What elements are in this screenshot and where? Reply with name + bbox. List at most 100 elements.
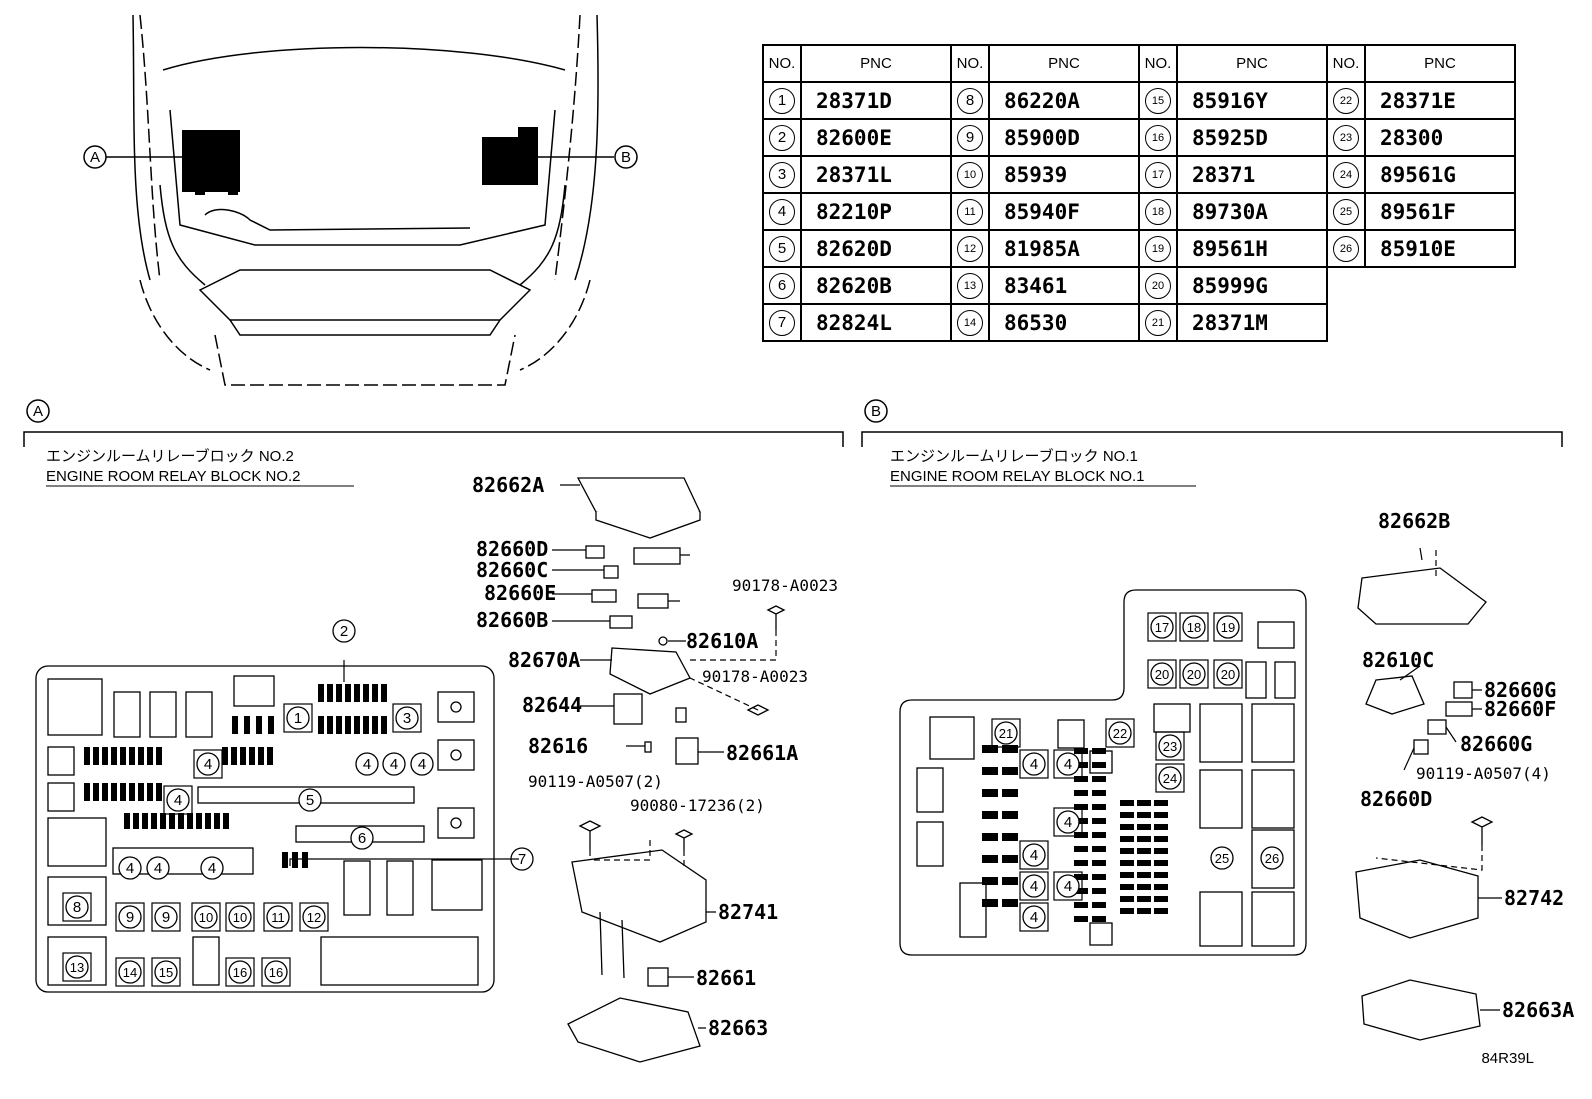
fuse-mark	[1120, 908, 1134, 914]
header-pnc: PNC	[800, 44, 952, 83]
fuse-mark	[1092, 888, 1106, 894]
fuse-mark	[1092, 762, 1106, 768]
svg-text:9: 9	[126, 909, 134, 926]
fuse-mark	[1120, 836, 1134, 842]
item-number: 10	[957, 161, 983, 188]
fuse-mark	[138, 783, 144, 801]
callout-24: 24	[1155, 763, 1185, 793]
callout-26: 26	[1260, 846, 1284, 870]
callout-4: 4	[146, 856, 170, 880]
fuse-mark	[240, 747, 246, 765]
pnc-cell: 89561H	[1176, 229, 1328, 268]
callout-20: 20	[1179, 659, 1209, 689]
fuse-mark	[282, 852, 288, 868]
vehicle-outline	[132, 14, 599, 386]
fuse-mark	[982, 767, 998, 775]
fuse-mark	[1092, 902, 1106, 908]
part-label: 82660B	[476, 608, 548, 632]
section-a-title-en: ENGINE ROOM RELAY BLOCK NO.2	[46, 468, 301, 485]
fuse-mark	[327, 716, 333, 734]
item-number: 21	[1145, 309, 1171, 336]
fuse-mark	[1154, 872, 1168, 878]
callout-14: 14	[115, 957, 145, 987]
fuse-mark	[151, 813, 157, 829]
callout-23: 23	[1155, 731, 1185, 761]
connector-icon	[647, 967, 669, 987]
fuse-mark	[1154, 800, 1168, 806]
item-number: 19	[1145, 235, 1171, 262]
callout-8: 8	[62, 892, 92, 922]
part-label: 82742	[1504, 886, 1564, 910]
fuse-mark	[1154, 896, 1168, 902]
svg-text:11: 11	[271, 910, 285, 925]
pnc-cell: 82600E	[800, 118, 952, 157]
callout-9: 9	[151, 902, 181, 932]
fuse-mark	[133, 813, 139, 829]
callout-4: 4	[163, 785, 193, 815]
svg-text:3: 3	[403, 710, 411, 727]
fuse-mark	[120, 783, 126, 801]
fuse-mark	[982, 811, 998, 819]
fuse-mark	[318, 684, 324, 702]
fuse-mark	[1074, 776, 1088, 782]
callout-11: 11	[263, 902, 293, 932]
relay-block-b-layout	[899, 589, 1307, 956]
item-number: 24	[1333, 161, 1359, 188]
callout-4: 4	[355, 752, 379, 776]
item-number: 11	[957, 198, 983, 225]
fuse-strip-6-icon	[637, 593, 669, 609]
fuse-mark	[1074, 832, 1088, 838]
fuse-mark	[1137, 800, 1151, 806]
svg-text:18: 18	[1187, 620, 1201, 635]
header-no: NO.	[950, 44, 990, 83]
fuse-mark	[1137, 908, 1151, 914]
parts-b-drawings	[1355, 567, 1494, 1041]
part-label: 82660E	[484, 581, 556, 605]
item-number: 2	[769, 124, 795, 151]
callout-13: 13	[62, 952, 92, 982]
fuse-mark	[1074, 902, 1088, 908]
part-label: 82661	[696, 966, 756, 990]
callout-25: 25	[1210, 846, 1234, 870]
part-label: 82660D	[476, 537, 548, 561]
svg-text:24: 24	[1163, 771, 1177, 786]
fuse-mark	[1154, 860, 1168, 866]
fuse-mark	[363, 716, 369, 734]
fuse-mark	[129, 783, 135, 801]
fuse-mark	[129, 747, 135, 765]
fuse-mark	[268, 716, 274, 734]
fuse-mark	[1092, 790, 1106, 796]
callout-4: 4	[1019, 871, 1049, 901]
fuse-mark	[258, 747, 264, 765]
callout-3: 3	[392, 703, 422, 733]
callout-2: 2	[332, 619, 356, 643]
fuse-mark	[231, 747, 237, 765]
pnc-cell: 28371L	[800, 155, 952, 194]
svg-text:10: 10	[233, 910, 247, 925]
connector-icon	[591, 589, 617, 603]
fuse-mark	[1092, 874, 1106, 880]
fuse-mark	[1120, 812, 1134, 818]
svg-text:4: 4	[1064, 814, 1072, 831]
svg-text:4: 4	[1030, 756, 1038, 773]
part-label: 82661A	[726, 741, 798, 765]
fuse-mark	[111, 747, 117, 765]
fuse-mark	[102, 783, 108, 801]
svg-text:12: 12	[307, 910, 321, 925]
fuse-mark	[1092, 804, 1106, 810]
fuse-mark	[1002, 767, 1018, 775]
pnc-cell: 85999G	[1176, 266, 1328, 305]
callout-20: 20	[1213, 659, 1243, 689]
relay-block-location-b	[482, 127, 538, 185]
fuse-mark	[1074, 818, 1088, 824]
fuse-mark	[147, 783, 153, 801]
fuse-mark	[1092, 832, 1106, 838]
callout-4: 4	[193, 749, 223, 779]
svg-text:4: 4	[174, 792, 182, 809]
part-label: 82663	[708, 1016, 768, 1040]
pnc-cell: 82620D	[800, 229, 952, 268]
fuse-mark	[1154, 812, 1168, 818]
